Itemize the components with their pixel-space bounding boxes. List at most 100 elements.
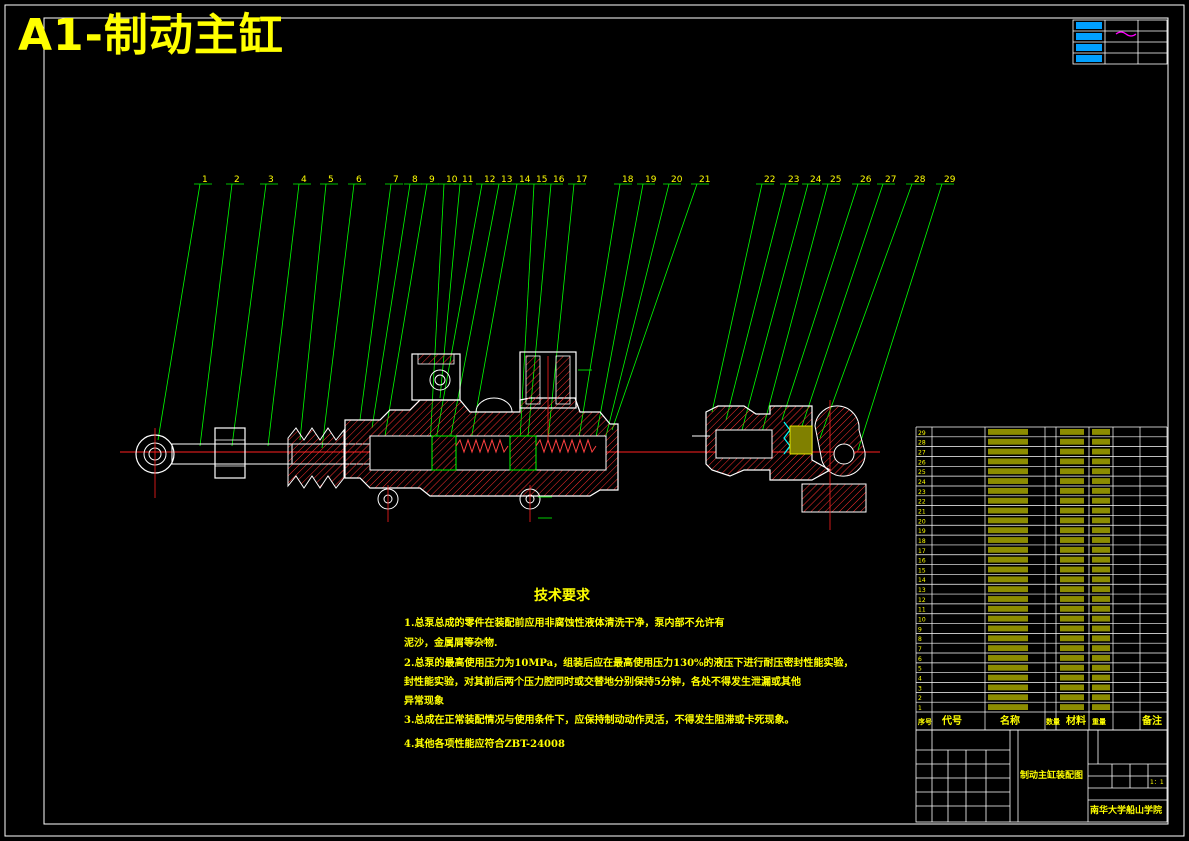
table-cell-text	[988, 468, 1028, 475]
callout-leader-line	[819, 183, 913, 439]
table-cell-text	[1092, 586, 1110, 593]
table-cell-text	[988, 684, 1028, 691]
table-cell-text	[988, 487, 1028, 494]
table-cell-text	[988, 674, 1028, 681]
table-cell-text	[1092, 635, 1110, 642]
callout-number: 2	[234, 175, 240, 185]
callout-number: 27	[885, 175, 896, 185]
table-cell-text	[988, 625, 1028, 632]
callout-leader-line	[384, 183, 428, 437]
table-cell-text	[988, 429, 1028, 435]
table-cell-text	[988, 527, 1028, 534]
table-row-index: 18	[918, 538, 926, 545]
table-cell-text	[1092, 674, 1110, 681]
table-cell-text	[988, 694, 1028, 701]
table-cell-text	[1060, 586, 1084, 593]
table-cell-text	[988, 576, 1028, 583]
table-cell-text	[1060, 448, 1084, 455]
callout-number: 11	[462, 175, 473, 185]
table-cell-text	[1092, 438, 1110, 445]
callout-leader-line	[547, 183, 575, 441]
table-row-index: 11	[918, 607, 926, 614]
table-row-index: 15	[918, 567, 926, 574]
table-row-index: 7	[918, 646, 922, 653]
table-cell-text	[1060, 664, 1084, 671]
callout-number: 20	[671, 175, 683, 185]
callout-number: 16	[553, 175, 565, 185]
table-cell-text	[988, 596, 1028, 602]
table-cell-text	[988, 586, 1028, 593]
table-cell-text	[1092, 546, 1110, 553]
drawing-title: A1-制动主缸	[18, 10, 284, 61]
callout-leader-line	[577, 183, 621, 445]
table-cell-text	[1060, 684, 1084, 691]
table-cell-text	[1060, 625, 1084, 632]
table-cell-text	[1060, 537, 1084, 543]
callout-number: 19	[645, 175, 657, 185]
table-cell-text	[1060, 546, 1084, 553]
drawing-scale: 1：1	[1150, 779, 1164, 786]
callout-leader-line	[199, 183, 233, 447]
outer-frame	[4, 4, 1185, 837]
table-cell-text	[988, 507, 1028, 514]
callout-leader-line	[604, 183, 670, 441]
callout-number: 6	[356, 175, 362, 185]
callout-leader-line	[439, 183, 461, 399]
table-cell-text	[1092, 478, 1110, 484]
callout-number: 24	[810, 175, 822, 185]
table-row-index: 12	[918, 597, 926, 604]
table-cell-text	[988, 704, 1028, 710]
table-cell-text	[1092, 517, 1110, 524]
table-row-index: 23	[918, 489, 926, 496]
table-cell-text	[1092, 556, 1110, 563]
table-cell-text	[1092, 704, 1110, 710]
master-cylinder-assembly	[135, 351, 619, 522]
table-header-cell: 序号	[917, 717, 932, 726]
table-cell-text	[1092, 645, 1110, 652]
table-cell-text	[1060, 497, 1084, 504]
table-cell-text	[1092, 605, 1110, 612]
table-cell-text	[1060, 487, 1084, 494]
table-row-index: 22	[918, 499, 926, 506]
callout-leader-line	[519, 183, 535, 441]
callout-number: 9	[429, 175, 435, 185]
table-cell-text	[988, 448, 1028, 455]
callout-number: 8	[412, 175, 418, 185]
callout-number: 7	[393, 175, 399, 185]
table-cell-text	[1060, 468, 1084, 475]
callout-number: 26	[860, 175, 872, 185]
callout-leader-line	[371, 183, 411, 429]
table-row-index: 17	[918, 548, 926, 555]
table-cell-text	[1092, 527, 1110, 534]
tech-req-line: 4.其他各项性能应符合ZBT-24008	[404, 739, 565, 750]
table-cell-text	[988, 546, 1028, 553]
table-row-index: 19	[918, 528, 926, 535]
table-cell-text	[1060, 429, 1084, 435]
table-row-index: 26	[918, 459, 926, 466]
callout-number: 23	[788, 175, 799, 185]
table-cell-text	[1060, 596, 1084, 602]
table-cell-text	[1092, 596, 1110, 602]
table-cell-text	[1092, 507, 1110, 514]
table-row-index: 1	[918, 705, 922, 712]
callout-leader-line	[435, 183, 483, 441]
callout-number: 29	[944, 175, 956, 185]
table-row-index: 25	[918, 469, 926, 476]
table-header-cell: 备注	[1141, 714, 1162, 727]
table-cell-text	[1060, 458, 1084, 465]
table-cell-text	[988, 556, 1028, 563]
callout-leader-line	[725, 183, 787, 421]
table-cell-text	[1060, 645, 1084, 652]
table-header-cell: 代号	[941, 714, 962, 727]
table-cell-text	[1092, 566, 1110, 573]
table-cell-text	[988, 517, 1028, 524]
table-cell-text	[1060, 605, 1084, 612]
callout-leader-line	[157, 183, 201, 441]
callout-number: 25	[830, 175, 841, 185]
table-cell-text	[1092, 487, 1110, 494]
table-cell-text	[1060, 704, 1084, 710]
table-cell-text	[988, 497, 1028, 504]
inner-frame	[43, 17, 1169, 825]
table-cell-text	[988, 605, 1028, 612]
